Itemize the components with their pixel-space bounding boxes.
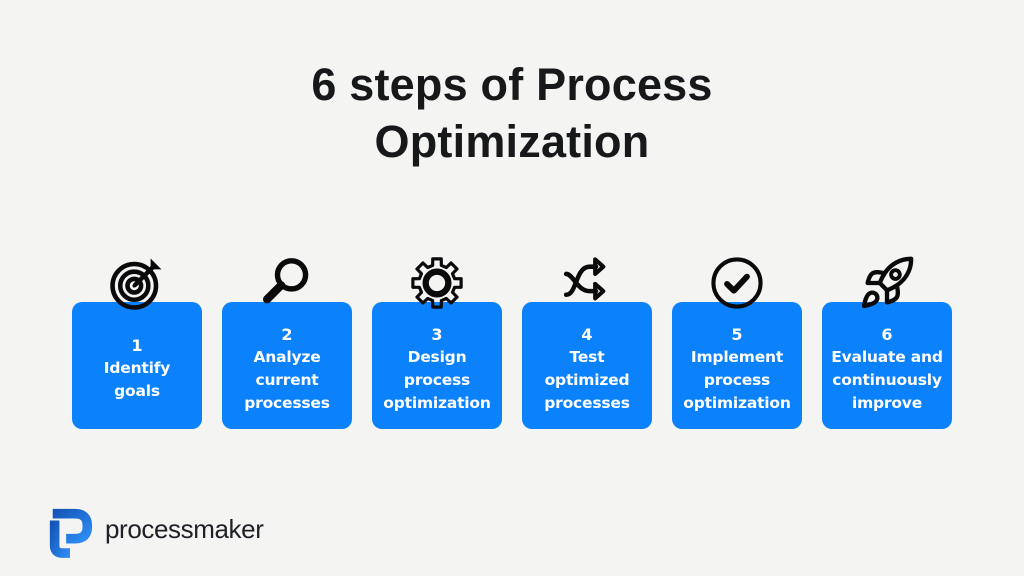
step-4-test-optimized-processes: 4 Test optimized processes bbox=[522, 254, 652, 429]
step-label: Implement process optimization bbox=[683, 347, 791, 412]
brand-name: processmaker bbox=[105, 513, 264, 544]
step-5-implement-process-optimization: 5 Implement process optimization bbox=[672, 254, 802, 429]
title-line-1: 6 steps of Process bbox=[311, 59, 713, 110]
step-1-identify-goals: 1 Identify goals bbox=[72, 254, 202, 429]
step-card: 5 Implement process optimization bbox=[672, 302, 802, 429]
step-card: 2 Analyze current processes bbox=[222, 302, 352, 429]
step-label: Evaluate and continuously improve bbox=[831, 347, 943, 412]
check-circle-icon bbox=[708, 254, 766, 312]
step-number: 4 bbox=[581, 324, 593, 344]
step-label: Identify goals bbox=[103, 359, 171, 400]
processmaker-logo-icon bbox=[46, 502, 94, 560]
step-label: Test optimized processes bbox=[544, 347, 630, 412]
brand-footer: processmaker bbox=[46, 502, 264, 560]
step-number: 5 bbox=[731, 324, 743, 344]
step-3-design-process-optimization: 3 Design process optimization bbox=[372, 254, 502, 429]
step-number: 2 bbox=[281, 324, 293, 344]
step-number: 6 bbox=[881, 324, 893, 344]
target-icon bbox=[108, 254, 166, 312]
shuffle-icon bbox=[558, 254, 616, 312]
step-number: 1 bbox=[131, 336, 143, 355]
step-2-analyze-current-processes: 2 Analyze current processes bbox=[222, 254, 352, 429]
rocket-icon bbox=[858, 254, 916, 312]
step-label: Design process optimization bbox=[383, 347, 491, 412]
step-6-evaluate-and-improve: 6 Evaluate and continuously improve bbox=[822, 254, 952, 429]
gear-icon bbox=[408, 254, 466, 312]
magnifier-icon bbox=[258, 254, 316, 312]
step-card: 1 Identify goals bbox=[72, 302, 202, 429]
title-line-2: Optimization bbox=[374, 116, 650, 167]
step-label: Analyze current processes bbox=[244, 347, 330, 412]
step-number: 3 bbox=[431, 324, 443, 344]
step-card: 6 Evaluate and continuously improve bbox=[822, 302, 952, 429]
step-card: 3 Design process optimization bbox=[372, 302, 502, 429]
steps-row: 1 Identify goals 2 Analyze current proce… bbox=[0, 254, 1024, 429]
step-card: 4 Test optimized processes bbox=[522, 302, 652, 429]
